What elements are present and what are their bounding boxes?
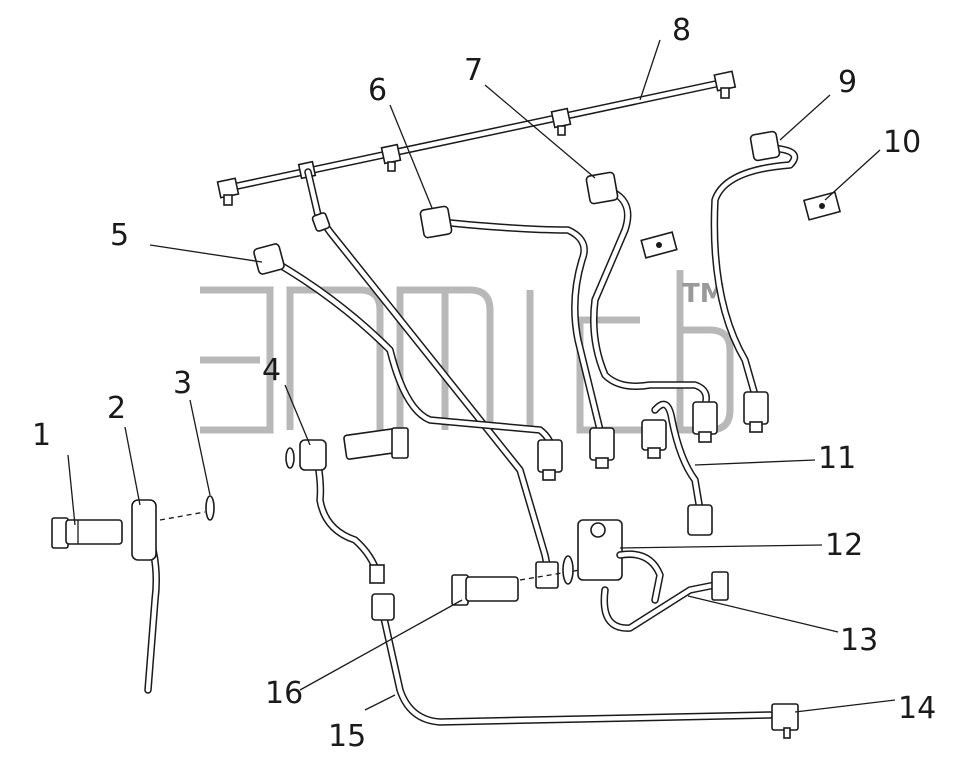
return-pipe-15	[371, 593, 799, 739]
pipe-clip-10	[802, 191, 842, 221]
pipe-7-nut-top	[585, 171, 619, 205]
callout-12: 12	[825, 528, 863, 563]
callout-8: 8	[672, 13, 691, 48]
pipe-clip	[640, 231, 678, 259]
fitting-12	[562, 519, 664, 604]
banjo-bolt-16	[451, 569, 581, 606]
pipe-9-nut-bottom	[743, 391, 769, 433]
rail-banjo-end-right	[713, 70, 737, 99]
callout-labels: 1 2 3 4 5 6 7 8 9 10 11 12 13 14 15 16	[32, 13, 936, 754]
clamp-14	[771, 703, 799, 739]
pipe-6-nut-top	[419, 205, 453, 239]
pipe-7-nut-bottom	[692, 401, 718, 443]
injector-pipe-5	[253, 243, 563, 481]
rail-banjo-2	[380, 143, 402, 172]
pipe-11-nut-top	[641, 419, 667, 459]
callout-9: 9	[838, 65, 857, 100]
callout-7: 7	[464, 53, 483, 88]
return-rail	[216, 70, 737, 206]
pipe-2	[131, 499, 206, 694]
pipe-5-nut-bottom	[537, 439, 563, 481]
leader-lines	[67, 39, 896, 713]
pipe-9-nut-top	[749, 130, 781, 162]
callout-13: 13	[840, 623, 878, 658]
callout-4: 4	[262, 353, 281, 388]
pipe-5-nut-top	[253, 243, 285, 275]
callout-14: 14	[898, 691, 936, 726]
callout-6: 6	[368, 73, 387, 108]
injector-pipe-6	[419, 205, 615, 469]
pipe-11-nut-bottom	[687, 504, 713, 536]
injector-pipe-11	[641, 400, 713, 536]
washer-3	[205, 495, 215, 521]
banjo-bolt-1	[51, 517, 123, 549]
callout-16: 16	[265, 676, 303, 711]
rail-drop-pipe	[304, 168, 559, 589]
rail-banjo-3	[550, 107, 572, 136]
rail-banjo-end-left	[216, 177, 240, 206]
callout-3: 3	[173, 366, 192, 401]
callout-10: 10	[883, 125, 921, 160]
injector-pipe-9	[710, 130, 799, 433]
callout-11: 11	[818, 441, 856, 476]
callout-15: 15	[328, 719, 366, 754]
pipe-4	[285, 427, 409, 584]
pipe-13	[600, 571, 729, 632]
injector-pipe-7	[585, 171, 718, 443]
callout-5: 5	[110, 218, 129, 253]
callout-1: 1	[32, 418, 51, 453]
pipe-6-nut-bottom	[589, 427, 615, 469]
callout-2: 2	[107, 391, 126, 426]
